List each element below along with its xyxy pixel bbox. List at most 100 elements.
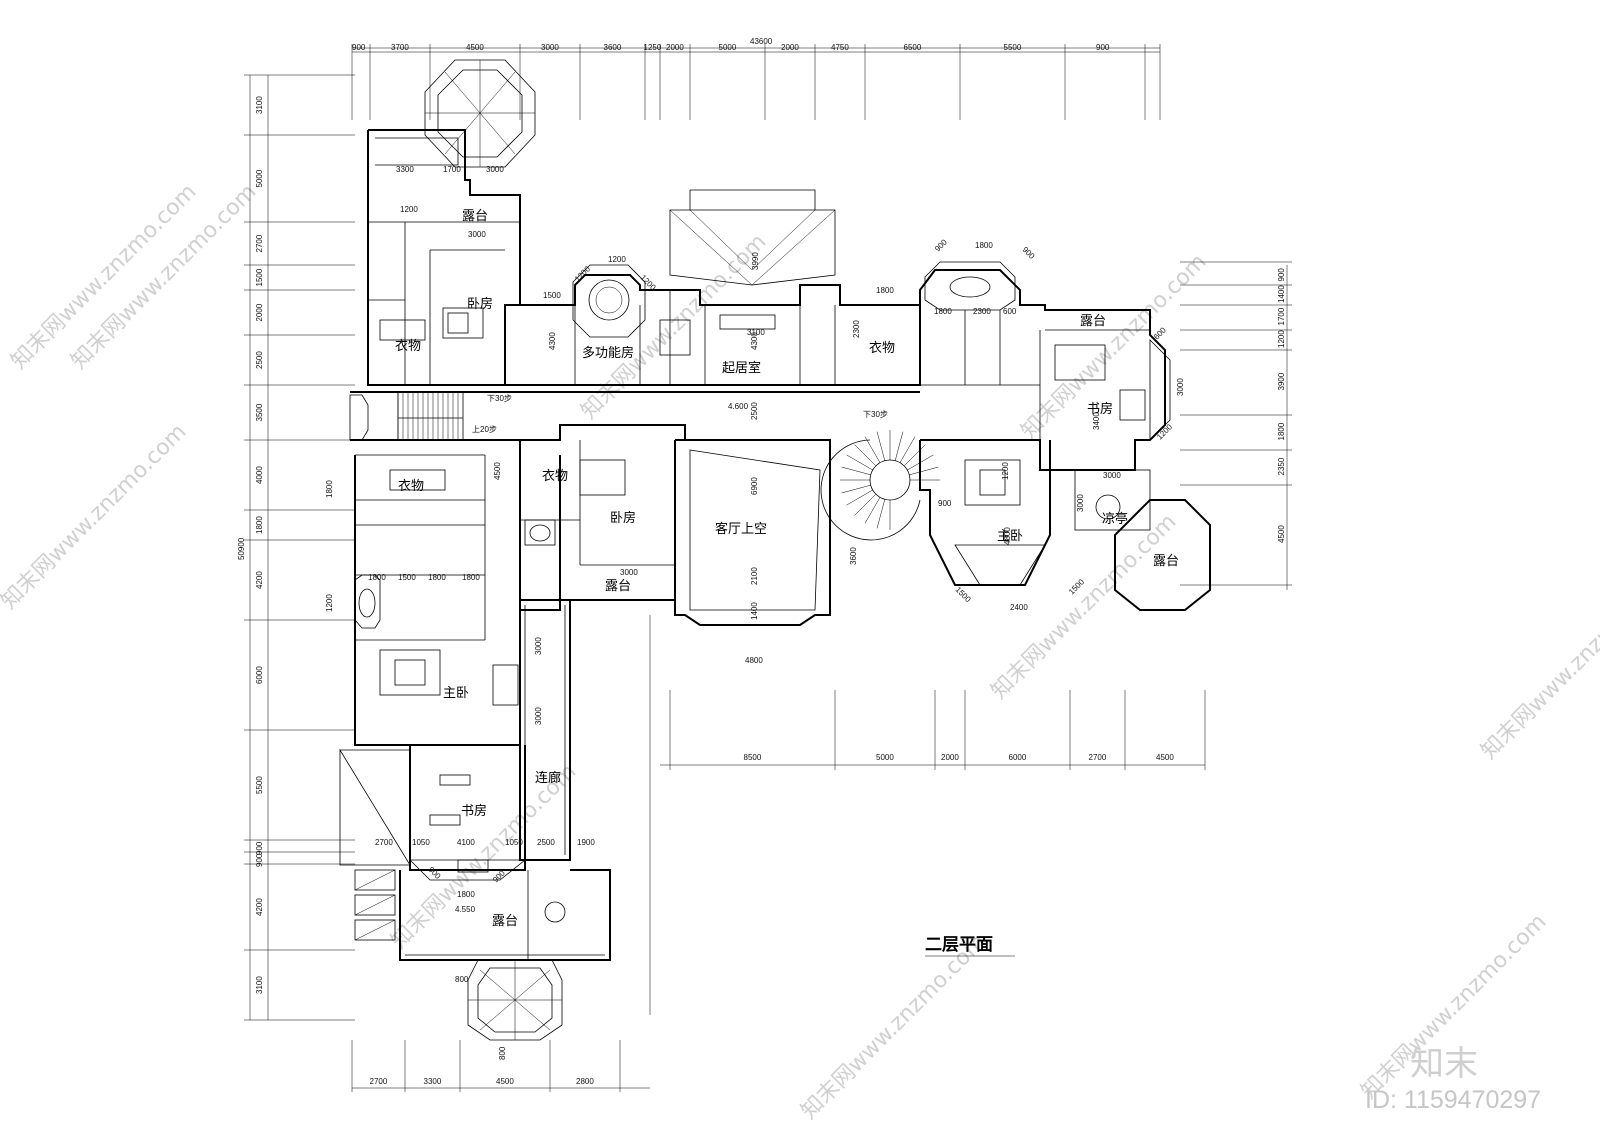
stair-note-down-west: 下30步	[487, 394, 512, 403]
top-dim-text: 5000	[719, 43, 737, 52]
top-dim-text: 1250	[644, 43, 662, 52]
right-dim-text: 1700	[1277, 307, 1286, 325]
mid-dim-text: 8500	[744, 753, 762, 762]
dim-text: 6900	[750, 477, 759, 495]
right-dim-text: 1200	[1277, 330, 1286, 348]
room-label-terrace-top: 露台	[462, 209, 488, 224]
mid-dim-text: 6000	[1009, 753, 1027, 762]
left-dim-text: 2500	[255, 351, 264, 369]
top-dim-text: 900	[1096, 43, 1110, 52]
dim-text: 2500	[750, 402, 759, 420]
dim-text: 3000	[620, 568, 638, 577]
room-label-study-ne: 书房	[1087, 401, 1113, 417]
left-dim-text: 2700	[255, 234, 264, 252]
dim-text: 4800	[1003, 527, 1012, 545]
dim-text: 3100	[747, 328, 765, 337]
left-dim-text: 1500	[255, 268, 264, 286]
dim-text: 1800	[876, 286, 894, 295]
dim-text: 1050	[412, 838, 430, 847]
top-dim-text: 4500	[466, 43, 484, 52]
dim-text: 1500	[398, 573, 416, 582]
overall-width-dim: 43600	[750, 37, 773, 46]
room-label-corridor: 连廊	[535, 770, 561, 786]
right-dim-text: 1400	[1277, 285, 1286, 303]
dim-text: 1200	[400, 205, 418, 214]
left-dim-text: 3100	[255, 976, 264, 994]
left-dim-text: 5500	[255, 776, 264, 794]
top-dim-text: 4750	[831, 43, 849, 52]
dim-text: 800	[455, 975, 469, 984]
room-label-terrace-sw: 露台	[492, 914, 518, 929]
dim-text: 2100	[750, 567, 759, 585]
watermark-text: 知末网www.znzmo.com	[0, 419, 191, 614]
dim-text: 2300	[973, 307, 991, 316]
dim-text: 800	[498, 1046, 507, 1060]
watermark-text: 知末网www.znzmo.com	[387, 759, 582, 954]
room-label-closet-w: 衣物	[398, 478, 424, 494]
watermark-text: 知末网www.znzmo.com	[1477, 569, 1600, 764]
left-dim-text: 2000	[255, 303, 264, 321]
level-mark-2: 4.550	[455, 905, 476, 914]
room-labels: 露台 卧房 衣物 多功能房 起居室 衣物 露台 书房 衣物 衣物 卧房 客厅上空…	[395, 209, 1179, 929]
top-dim-text: 2000	[666, 43, 684, 52]
annotations: 下30步 上20步 下30步 4.600 4.550	[455, 394, 888, 914]
dim-text: 1050	[505, 838, 523, 847]
dim-text: 1200	[325, 594, 334, 612]
dim-text: 1400	[750, 602, 759, 620]
room-label-study-sw: 书房	[461, 803, 487, 819]
dim-text: 4800	[745, 656, 763, 665]
dim-text: 4500	[493, 462, 502, 480]
bottom-dim-text: 2800	[576, 1077, 594, 1086]
left-dim-text: 900	[255, 853, 264, 867]
dim-text: 4300	[750, 332, 759, 350]
dim-text: 900	[933, 237, 949, 253]
dim-text: 3000	[1103, 471, 1121, 480]
watermark-id: ID: 1159470297	[1365, 1086, 1541, 1114]
dim-text: 3300	[396, 165, 414, 174]
dim-text: 3990	[751, 252, 760, 270]
room-label-bedroom-mid: 卧房	[610, 510, 636, 526]
left-dim-text: 3100	[255, 96, 264, 114]
dim-text: 1800	[325, 480, 334, 498]
room-label-bedroom-nw: 卧房	[467, 296, 493, 312]
dim-text: 3000	[534, 637, 543, 655]
left-dim-text: 4000	[255, 466, 264, 484]
dim-text: 1500	[543, 291, 561, 300]
top-dim-text: 5500	[1004, 43, 1022, 52]
dim-text: 1800	[368, 573, 386, 582]
room-label-living-room-upper: 起居室	[722, 360, 761, 376]
dim-text: 1900	[577, 838, 595, 847]
top-dim-text: 2000	[781, 43, 799, 52]
right-dim-text: 2350	[1277, 457, 1286, 475]
dim-text: 3000	[468, 230, 486, 239]
left-dim-text: 5000	[255, 169, 264, 187]
room-label-pavilion: 凉亭	[1102, 511, 1128, 527]
stair-note-down-east: 下30步	[863, 410, 888, 419]
room-label-closet-mid: 衣物	[542, 468, 568, 484]
left-dim-text: 1800	[255, 516, 264, 534]
top-dim-text: 6500	[904, 43, 922, 52]
watermark-logo: 知末	[1410, 1044, 1478, 1084]
right-dim-text: 900	[1277, 268, 1286, 282]
dim-text: 2500	[537, 838, 555, 847]
dim-text: 3600	[849, 547, 858, 565]
dim-text: 1800	[934, 307, 952, 316]
dim-text: 3000	[534, 707, 543, 725]
bottom-dim-text: 3300	[424, 1077, 442, 1086]
dim-text: 3400	[1092, 412, 1101, 430]
dimension-lines	[244, 44, 1288, 1089]
dim-text: 1200	[608, 255, 626, 264]
dim-text: 2400	[1010, 603, 1028, 612]
room-label-master-e: 主卧	[997, 529, 1023, 544]
top-dim-text: 3000	[541, 43, 559, 52]
room-label-terrace-e: 露台	[1153, 554, 1179, 569]
bottom-dim-text: 2700	[370, 1077, 388, 1086]
watermark-text: 知末网www.znzmo.com	[797, 929, 992, 1124]
room-label-master-w: 主卧	[443, 686, 469, 701]
dim-text: 600	[1003, 307, 1017, 316]
inner-dimensions: 3300 1700 3000 1200 3000 1200 1200 1200 …	[325, 165, 1185, 1060]
dim-text: 2300	[852, 320, 861, 338]
dim-text: 1200	[1155, 422, 1174, 441]
room-label-terrace-mid: 露台	[605, 579, 631, 594]
